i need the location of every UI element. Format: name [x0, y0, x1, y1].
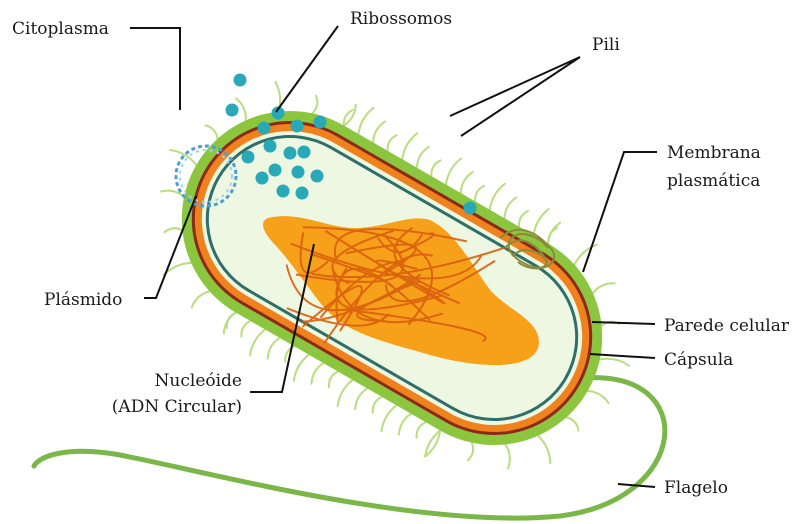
leader-membrana [583, 152, 657, 272]
ribosome [258, 122, 271, 135]
leader-pili-1 [450, 57, 580, 116]
ribosome [314, 116, 327, 129]
pilus [475, 186, 484, 202]
pilus [312, 96, 317, 114]
pilus [373, 397, 382, 413]
pilus [417, 422, 426, 438]
label-nucleoide-line2: (ADN Circular) [112, 397, 242, 417]
ribosome [284, 147, 297, 160]
ribosome [464, 202, 477, 215]
pilus [600, 359, 629, 366]
ribosome [269, 164, 282, 177]
pilus [388, 135, 397, 151]
pilus [224, 313, 236, 334]
pilus [268, 338, 280, 359]
label-capsula: Cápsula [664, 350, 733, 370]
ribosome [277, 185, 290, 198]
pilus [461, 172, 473, 193]
pilus [164, 228, 182, 232]
leader-parede [592, 322, 655, 324]
pilus [205, 125, 217, 138]
pilus [311, 363, 323, 384]
pilus [588, 391, 609, 403]
label-parede-celular: Parede celular [664, 316, 790, 336]
pilus [338, 380, 353, 406]
leader-pili-2 [461, 57, 580, 136]
pilus [490, 184, 505, 210]
label-membrana-line2: plasmática [667, 171, 760, 191]
pilus [548, 228, 557, 244]
pilus [504, 197, 516, 218]
pilus [519, 211, 528, 227]
ribosome [264, 140, 277, 153]
pilus [381, 405, 396, 431]
label-plasmido: Plásmido [44, 290, 122, 310]
label-membrana-line1: Membrana [667, 143, 761, 163]
label-nucleoide-line1: Nucleóide [155, 371, 242, 391]
pilus [505, 444, 509, 468]
pilus [534, 209, 549, 235]
pilus [402, 133, 417, 159]
pilus [425, 431, 440, 457]
pilus [446, 158, 461, 184]
pilus [358, 108, 373, 134]
leader-ribossomos [276, 26, 338, 112]
label-flagelo: Flagelo [664, 478, 728, 498]
ribosome [256, 172, 269, 185]
pilus [294, 355, 309, 381]
pilus [399, 414, 411, 435]
label-pili: Pili [592, 35, 620, 55]
ribosome [291, 120, 304, 133]
pilus [250, 329, 265, 355]
pilus [431, 160, 440, 176]
ribosome [292, 166, 305, 179]
label-ribossomos: Ribossomos [350, 9, 452, 29]
pilus [355, 388, 367, 409]
pilus [593, 283, 615, 293]
pilus [329, 372, 338, 388]
pilus [417, 147, 429, 168]
leader-citoplasma [130, 28, 180, 110]
ribosome [296, 187, 309, 200]
ribosome [311, 170, 324, 183]
ribosome [298, 146, 311, 159]
pilus [373, 122, 385, 143]
pilus [538, 436, 550, 463]
pilus [468, 443, 473, 461]
ribosome [234, 74, 247, 87]
pilus [227, 313, 236, 329]
ribosome [242, 151, 255, 164]
pilus [566, 417, 578, 430]
pilus [425, 431, 440, 457]
ribosome [226, 104, 239, 117]
pilus [192, 291, 210, 307]
pilus [241, 321, 250, 337]
label-citoplasma: Citoplasma [12, 19, 109, 39]
